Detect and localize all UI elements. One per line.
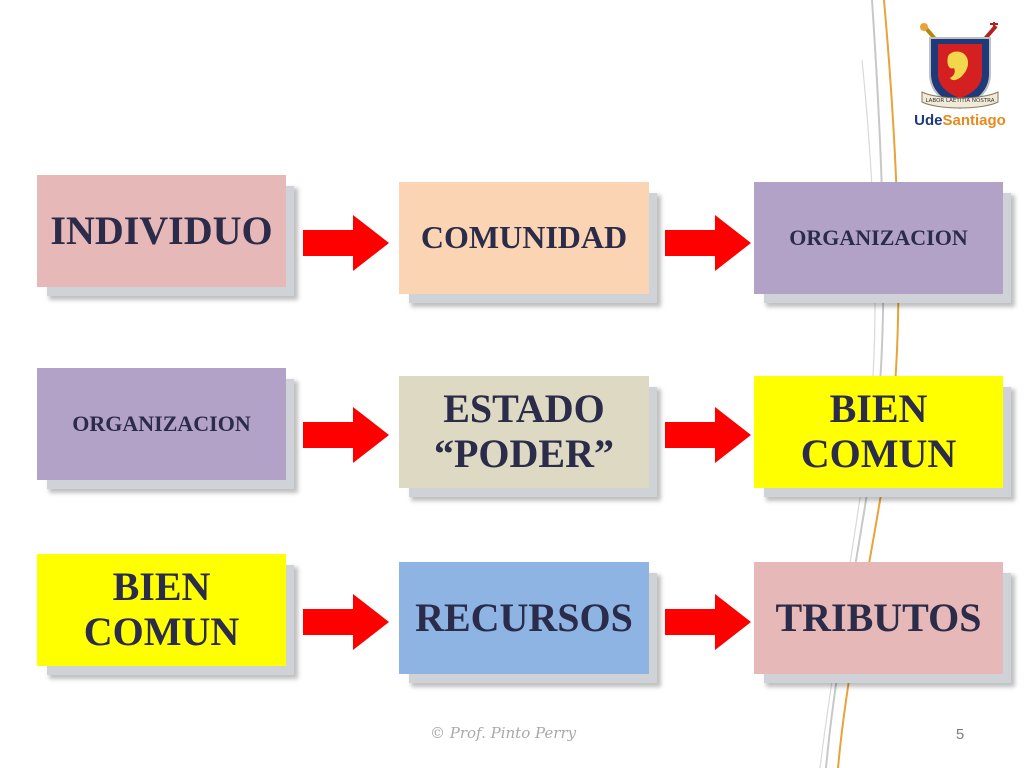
box-organizacion-top: ORGANIZACION [754, 182, 1003, 294]
right-arrow-icon [303, 215, 389, 271]
university-shield-logo: LABOR LAETITIA NOSTRA [920, 22, 999, 110]
logo-motto: LABOR LAETITIA NOSTRA [925, 98, 994, 104]
right-arrow-icon [665, 215, 751, 271]
box-label: BIEN COMUN [800, 386, 957, 476]
box-comunidad: COMUNIDAD [399, 182, 649, 294]
right-arrow-icon [665, 407, 751, 463]
box-bien-comun-left: BIEN COMUN [37, 554, 286, 666]
box-label: ORGANIZACION [789, 224, 968, 250]
right-arrow-icon [303, 594, 389, 650]
box-label: RECURSOS [415, 594, 633, 640]
right-arrow-icon [665, 594, 751, 650]
box-label: BIEN COMUN [83, 564, 240, 654]
university-name: UdeSantiago [910, 112, 1010, 129]
box-label: INDIVIDUO [50, 207, 273, 253]
university-name-part1: Ude [914, 112, 943, 129]
box-label: ESTADO “PODER” [434, 386, 614, 476]
box-individuo: INDIVIDUO [37, 175, 286, 287]
box-label: COMUNIDAD [420, 219, 628, 256]
box-estado-poder: ESTADO “PODER” [399, 376, 649, 488]
university-name-part2: Santiago [942, 112, 1006, 129]
right-arrow-icon [303, 407, 389, 463]
box-tributos: TRIBUTOS [754, 562, 1003, 674]
box-label: TRIBUTOS [775, 594, 982, 640]
footer-copyright: © Prof. Pinto Perry [430, 724, 577, 742]
box-label: ORGANIZACION [72, 410, 251, 436]
page-number: 5 [955, 726, 965, 743]
box-organizacion: ORGANIZACION [37, 368, 286, 480]
box-recursos: RECURSOS [399, 562, 649, 674]
box-bien-comun: BIEN COMUN [754, 376, 1003, 488]
